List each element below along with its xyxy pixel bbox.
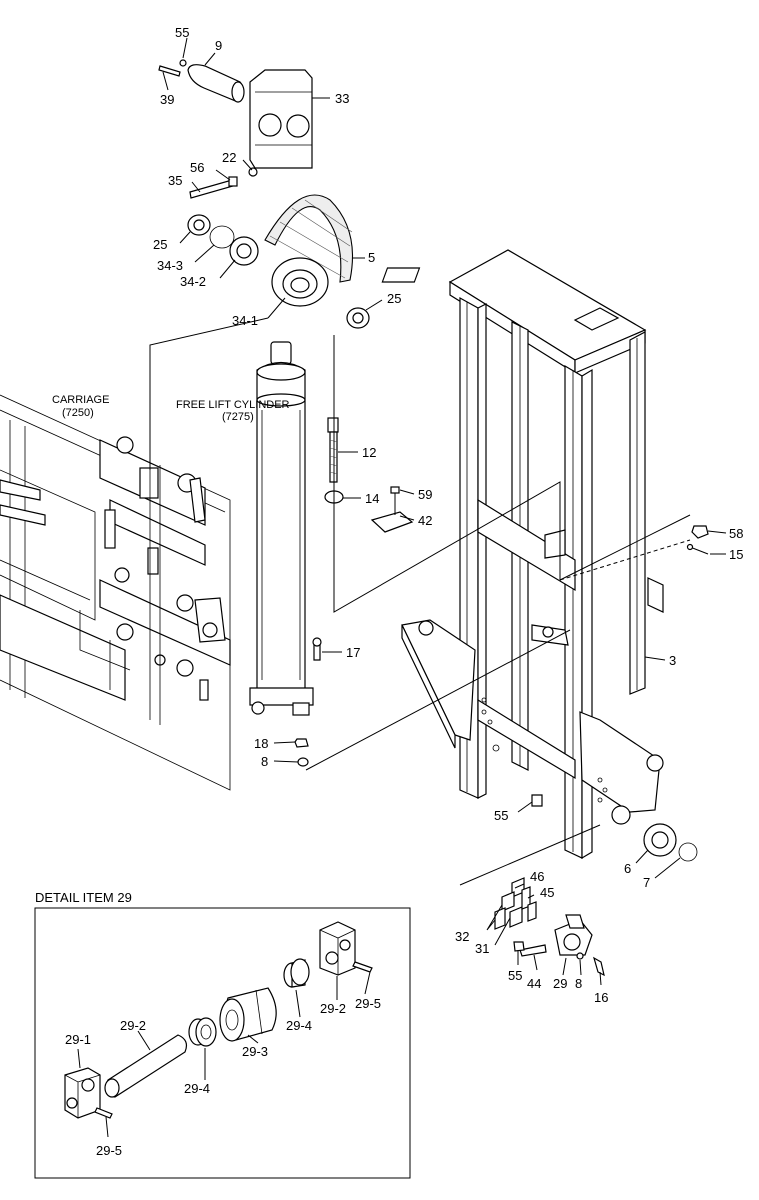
carriage-label: CARRIAGE — [52, 394, 109, 406]
callout-7: 7 — [643, 875, 650, 890]
callout-29: 29 — [553, 976, 567, 991]
callout-17: 17 — [346, 645, 360, 660]
callout-12: 12 — [362, 445, 376, 460]
mast-assembly — [381, 249, 664, 860]
detail-callout-29-4-left: 29-4 — [184, 1081, 210, 1096]
callout-5: 5 — [368, 250, 375, 265]
callout-34-1: 34-1 — [232, 313, 258, 328]
assembly-labels: CARRIAGE (7250) FREE LIFT CYLINDER (7275… — [52, 394, 290, 423]
callout-3: 3 — [669, 653, 676, 668]
callout-8-upper: 8 — [261, 754, 268, 769]
detail-callout-29-4-right: 29-4 — [286, 1018, 312, 1033]
small-parts-group — [294, 525, 709, 767]
callout-55-mid: 55 — [494, 808, 508, 823]
carriage-assembly — [0, 394, 231, 791]
callout-55-low: 55 — [508, 968, 522, 983]
callout-39: 39 — [160, 92, 174, 107]
callout-55: 55 — [175, 25, 189, 40]
leader-lines — [149, 37, 727, 986]
callout-34-2: 34-2 — [180, 274, 206, 289]
free-lift-cylinder — [249, 341, 314, 716]
lower-bracket-group — [494, 877, 605, 977]
callout-15: 15 — [729, 547, 743, 562]
callout-35: 35 — [168, 173, 182, 188]
detail-title: DETAIL ITEM 29 — [35, 890, 132, 905]
detail-item-29: DETAIL ITEM 29 — [34, 890, 411, 1179]
chain-sheave-group — [158, 59, 370, 329]
callout-25-right: 25 — [387, 291, 401, 306]
callout-44: 44 — [527, 976, 541, 991]
bearing-seal-group — [643, 823, 698, 862]
detail-callout-29-3: 29-3 — [242, 1044, 268, 1059]
detail-callout-29-1: 29-1 — [65, 1032, 91, 1047]
callout-25-left: 25 — [153, 237, 167, 252]
callout-6: 6 — [624, 861, 631, 876]
callout-14: 14 — [365, 491, 379, 506]
callout-16: 16 — [594, 990, 608, 1005]
callout-31: 31 — [475, 941, 489, 956]
callout-8-lower: 8 — [575, 976, 582, 991]
free-lift-label: FREE LIFT CYLINDER — [176, 399, 290, 411]
callout-46: 46 — [530, 869, 544, 884]
carriage-number: (7250) — [62, 407, 94, 419]
detail-callout-29-2-block: 29-2 — [320, 1001, 346, 1016]
callout-labels: 55 9 39 33 22 56 35 25 34-3 34-2 5 25 34… — [153, 25, 743, 1005]
detail-callout-29-5-left: 29-5 — [96, 1143, 122, 1158]
detail-callout-29-2-rod: 29-2 — [120, 1018, 146, 1033]
callout-59: 59 — [418, 487, 432, 502]
callout-22: 22 — [222, 150, 236, 165]
callout-56: 56 — [190, 160, 204, 175]
callout-45: 45 — [540, 885, 554, 900]
callout-33: 33 — [335, 91, 349, 106]
detail-frame — [34, 907, 411, 1179]
anchor-bolt-group — [324, 417, 414, 533]
detail-callout-29-5-right: 29-5 — [355, 996, 381, 1011]
free-lift-number: (7275) — [222, 411, 254, 423]
callout-34-3: 34-3 — [157, 258, 183, 273]
callout-9: 9 — [215, 38, 222, 53]
callout-58: 58 — [729, 526, 743, 541]
callout-18: 18 — [254, 736, 268, 751]
callout-42: 42 — [418, 513, 432, 528]
callout-32: 32 — [455, 929, 469, 944]
